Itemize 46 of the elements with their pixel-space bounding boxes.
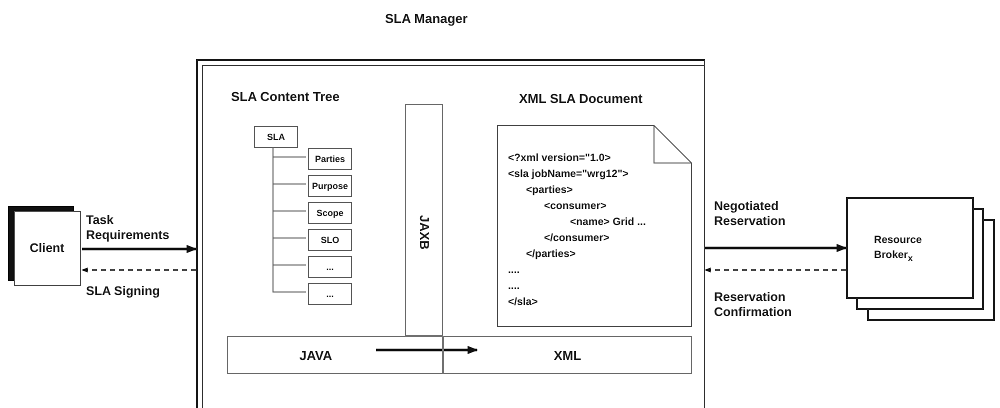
tree-item-box bbox=[308, 229, 352, 251]
tree-item-box bbox=[308, 175, 352, 197]
code-line: </sla> bbox=[508, 296, 538, 308]
tree-item-box bbox=[308, 256, 352, 278]
code-line: <?xml version="1.0> bbox=[508, 152, 611, 164]
tree-item-label: Scope bbox=[315, 207, 344, 220]
section-heading: SLA Content Tree bbox=[231, 89, 340, 104]
code-line: .... bbox=[508, 264, 520, 276]
arrow bbox=[376, 346, 478, 354]
edge-label: Negotiated Reservation bbox=[714, 199, 787, 229]
tree-item-box bbox=[308, 283, 352, 305]
arrow bbox=[81, 267, 196, 273]
code-line: <consumer> bbox=[544, 200, 606, 212]
client-box bbox=[8, 206, 82, 287]
code-line: .... bbox=[508, 280, 520, 292]
edge-label: Reservation Confirmation bbox=[714, 290, 793, 320]
horizontal-bar bbox=[443, 336, 692, 374]
tree-item-label: SLO bbox=[320, 234, 340, 247]
horizontal-bar bbox=[227, 336, 443, 374]
stacked-boxes bbox=[846, 197, 996, 322]
code-line: <sla jobName="wrg12"> bbox=[508, 168, 629, 180]
frame-heading: SLA Manager bbox=[385, 11, 468, 26]
code-line: </consumer> bbox=[544, 232, 610, 244]
edge-label: Task Requirements bbox=[86, 213, 170, 243]
code-line: </parties> bbox=[526, 248, 576, 260]
box-label: Client bbox=[28, 240, 66, 257]
tree-item-label: ... bbox=[325, 288, 335, 301]
code-line: <parties> bbox=[526, 184, 573, 196]
box-label: Resource Broker$_{x}$ bbox=[874, 233, 923, 266]
bar-label: JAXB bbox=[417, 215, 432, 250]
bar-label: XML bbox=[552, 346, 582, 364]
edge-label: SLA Signing bbox=[86, 284, 160, 299]
arrow bbox=[82, 244, 198, 254]
bar-label: JAVA bbox=[298, 346, 334, 364]
tree-item-label: Parties bbox=[314, 153, 346, 166]
tree-item-box bbox=[308, 202, 352, 224]
tree-item-box bbox=[308, 148, 352, 170]
tree-item-box bbox=[254, 126, 298, 148]
arrow bbox=[704, 267, 846, 273]
tree-item-label: ... bbox=[325, 261, 335, 274]
tree-item-label: Purpose bbox=[310, 180, 349, 193]
tree-item-label: SLA bbox=[266, 131, 286, 144]
document-heading: XML SLA Document bbox=[519, 91, 643, 106]
vertical-bar bbox=[405, 104, 443, 336]
code-line: <name> Grid ... bbox=[570, 216, 646, 228]
arrow bbox=[705, 244, 848, 252]
